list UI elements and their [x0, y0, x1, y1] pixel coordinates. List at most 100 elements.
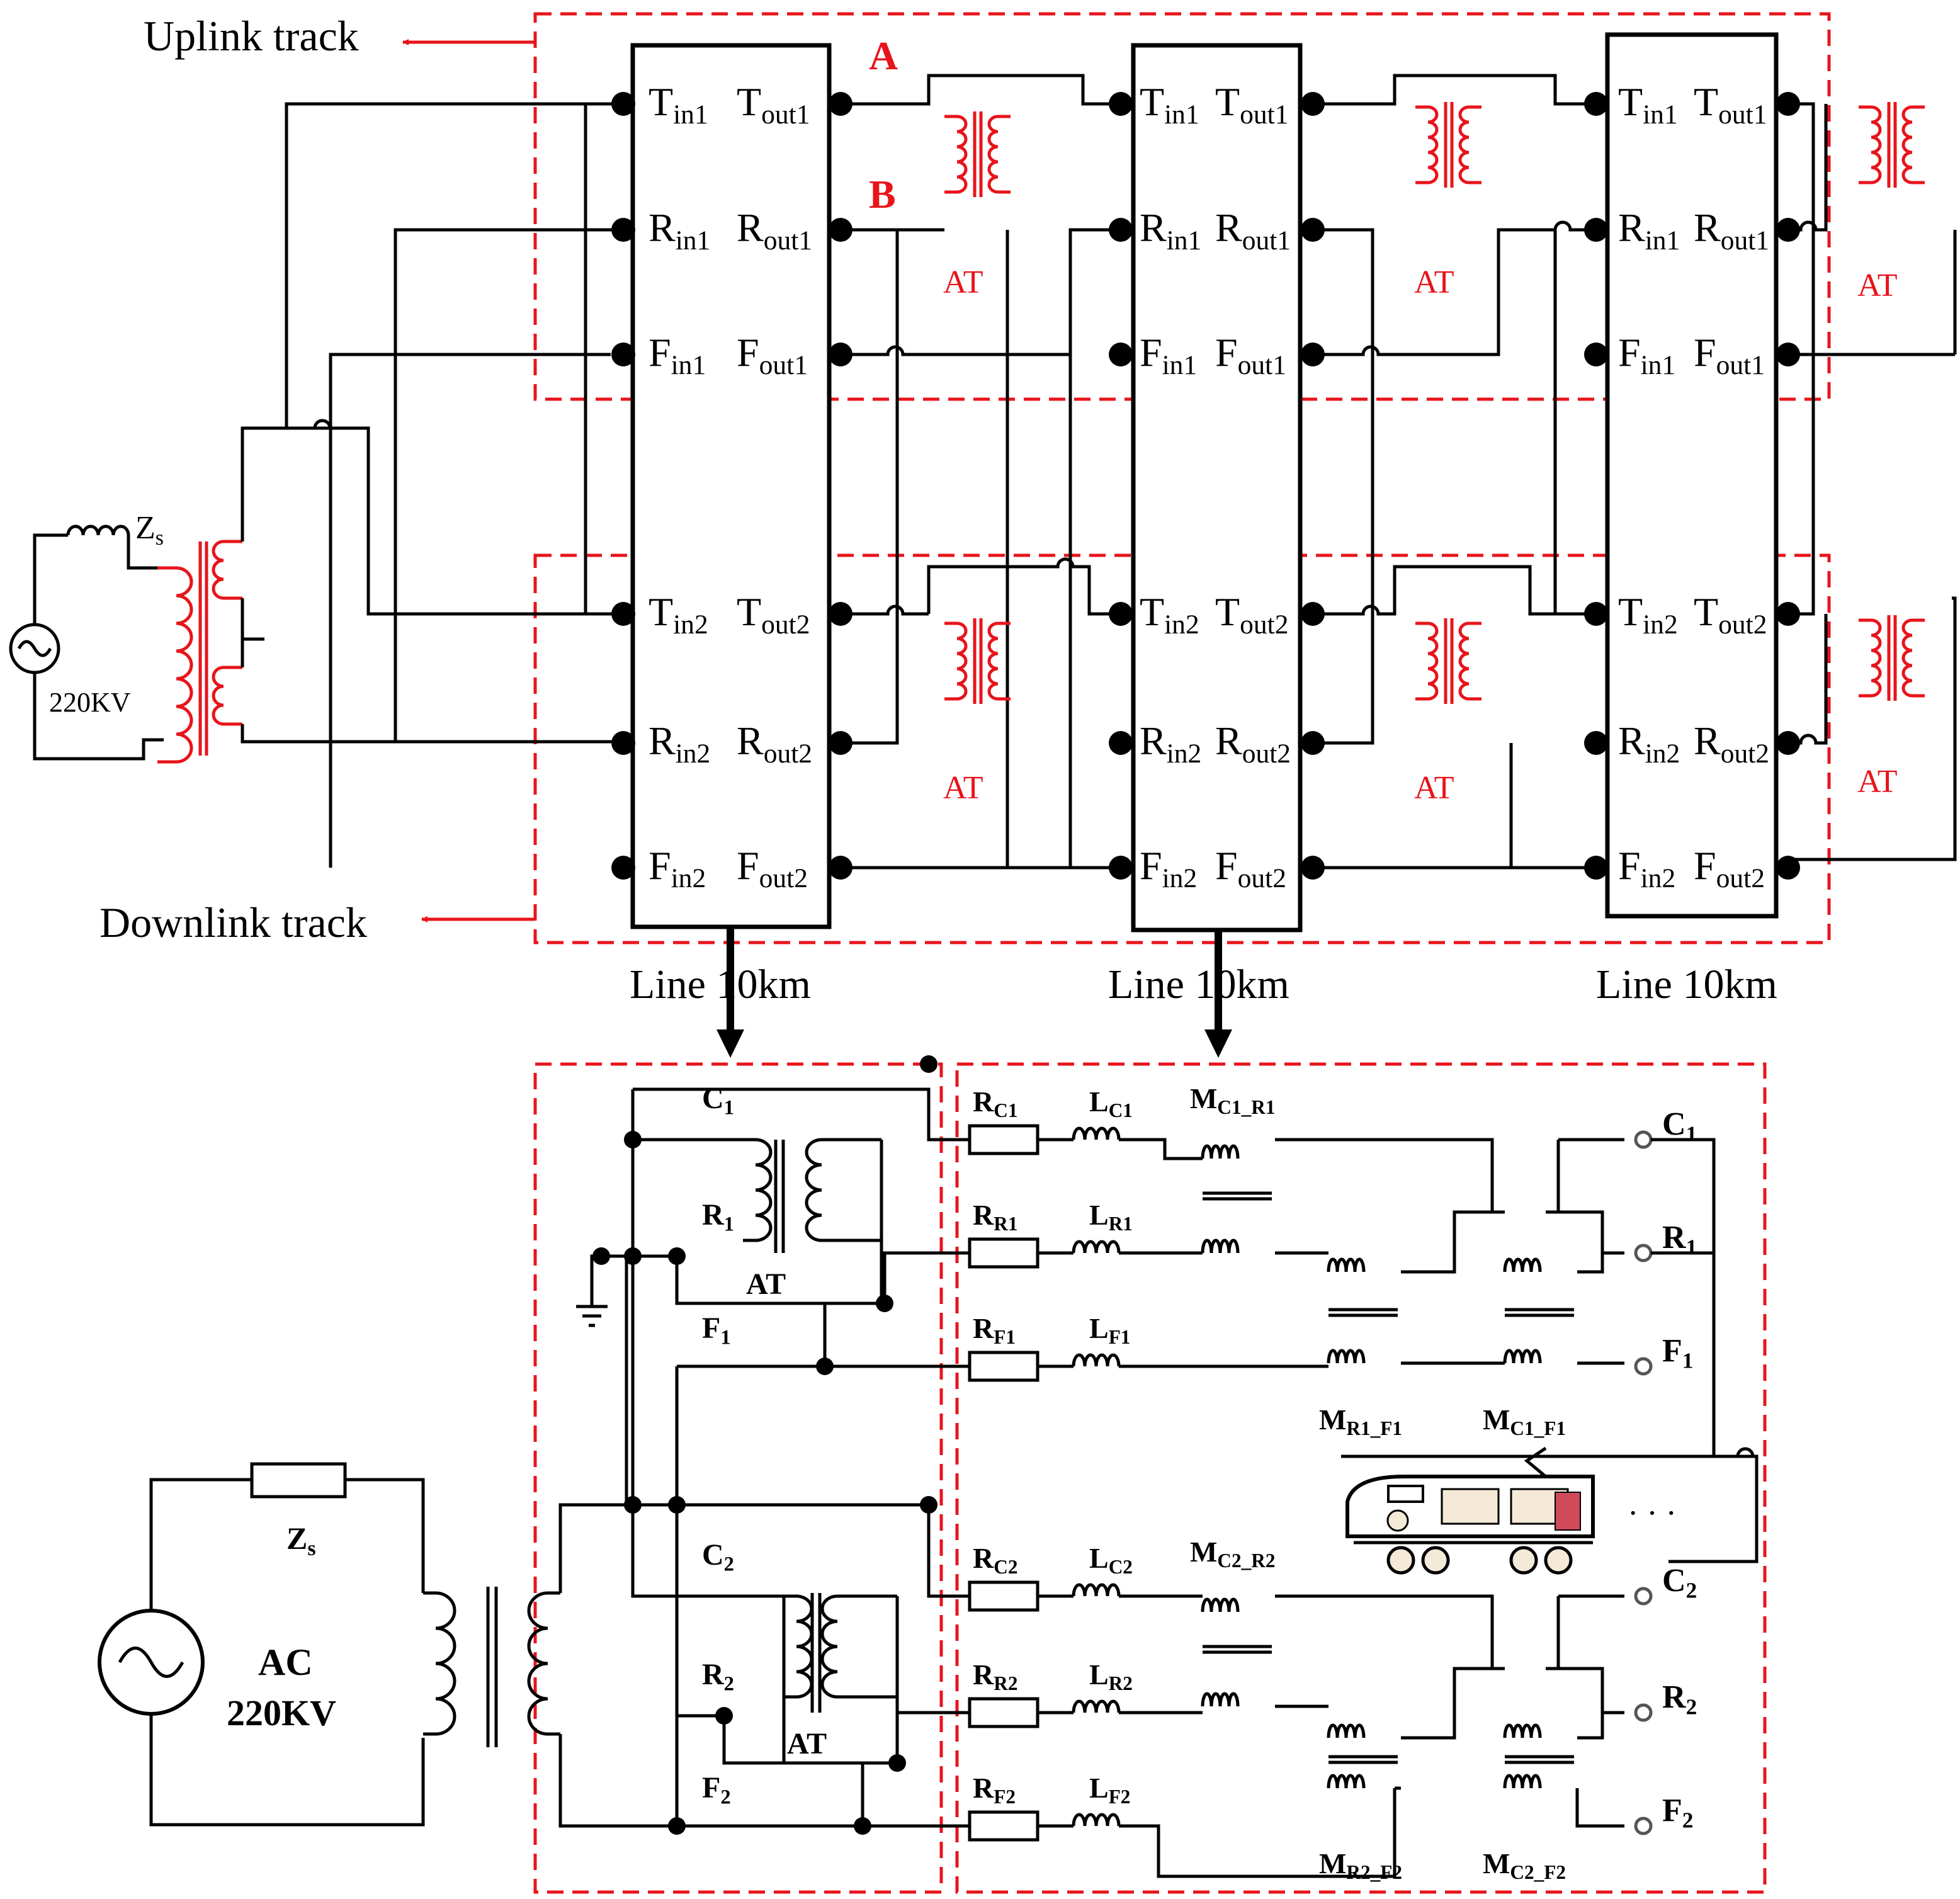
terminal-label-r-in1-box3: Rin1 — [1618, 205, 1680, 256]
detail-arrowhead-2 — [1204, 1029, 1232, 1058]
main-transformer-secondary-icon — [212, 540, 242, 600]
detail-node — [920, 1055, 938, 1073]
terminal-node — [1584, 731, 1608, 755]
terminal-label-f-in2-box3: Fin2 — [1618, 843, 1675, 893]
detail-node — [624, 1131, 642, 1148]
terminal-node — [611, 602, 635, 626]
resistor-icon — [968, 1810, 1039, 1842]
mutual-label-c2-r2: MC2_R2 — [1190, 1536, 1275, 1572]
autotransformer-4: AT — [943, 618, 1011, 806]
terminal-node — [611, 218, 635, 242]
terminal-label-r-out1-box3: Rout1 — [1694, 205, 1769, 256]
resistor-label-f2: RF2 — [973, 1772, 1016, 1808]
detail-ac-label: AC — [258, 1641, 313, 1683]
at-label: AT — [1414, 770, 1454, 806]
terminal-label-f-out2-box1: Fout2 — [737, 843, 808, 893]
terminal-label-f-out2-box3: Fout2 — [1694, 843, 1765, 893]
at-label: AT — [943, 770, 983, 806]
detail-at-label-1: AT — [746, 1267, 786, 1301]
resistor-icon — [968, 1697, 1039, 1728]
terminal-label-r-in2-box3: Rin2 — [1618, 718, 1680, 769]
terminal-label-f-out1-box3: Fout1 — [1694, 330, 1765, 380]
terminal-node — [1109, 731, 1133, 755]
detail-transformer-secondary-icon — [527, 1591, 560, 1736]
inductor-label-f2: LF2 — [1089, 1772, 1130, 1808]
conductor-label-c2: C2 — [702, 1538, 734, 1576]
train-icon: · · · — [1341, 1446, 1759, 1575]
detail-node — [854, 1817, 871, 1835]
detail-zs-resistor-icon — [250, 1462, 347, 1499]
detail-node — [920, 1496, 938, 1514]
inductor-icon — [1072, 1699, 1121, 1713]
detail-node — [888, 1754, 906, 1772]
point-a-label: A — [869, 33, 898, 78]
detail-ac-voltage-label: 220KV — [227, 1692, 336, 1733]
inductor-label-c1: LC1 — [1089, 1086, 1133, 1121]
terminal-label-t-in1-box3: Tin1 — [1618, 79, 1678, 130]
terminal-node — [611, 343, 635, 366]
at-label: AT — [1857, 764, 1898, 800]
resistor-icon — [968, 1124, 1039, 1155]
terminal-label-t-in1-box1: Tin1 — [649, 79, 708, 130]
terminal-label-r-in1-box2: Rin1 — [1140, 205, 1201, 256]
detail-node — [816, 1358, 834, 1375]
mutual-coil-icon — [1503, 1774, 1542, 1789]
feeder-wiring — [285, 102, 617, 868]
terminal-label-r-out1-box1: Rout1 — [737, 205, 812, 256]
terminal-node — [611, 731, 635, 755]
terminal-label-t-in2-box2: Tin2 — [1140, 589, 1199, 640]
terminal-node — [1109, 343, 1133, 366]
f1-terminal-label: F1 — [1662, 1333, 1693, 1373]
c2-terminal-label: C2 — [1662, 1563, 1697, 1602]
detail-region-right — [955, 1062, 1767, 1894]
f2-terminal-label: F2 — [1662, 1793, 1693, 1832]
detail-zs-label: Zs — [286, 1521, 316, 1560]
mutual-coil-icon — [1503, 1257, 1542, 1273]
r2-terminal — [1634, 1703, 1653, 1722]
detail-at-2: AT — [784, 1593, 897, 1760]
autotransformer-1: AT — [943, 111, 1011, 300]
autotransformer-6: AT — [1857, 615, 1925, 800]
mutual-label-r1-f1: MR1_F1 — [1319, 1403, 1402, 1439]
f2-terminal — [1634, 1817, 1653, 1835]
conductor-label-f1: F1 — [702, 1312, 731, 1349]
mutual-coil-icon — [1327, 1257, 1366, 1273]
autotransformer-2: AT — [1414, 102, 1481, 300]
mutual-label-c1-f1: MC1_F1 — [1483, 1403, 1566, 1439]
detail-node — [876, 1295, 893, 1312]
mutual-coil-icon — [1327, 1349, 1366, 1364]
inductor-icon — [1072, 1353, 1121, 1367]
main-transformer-primary-icon — [157, 566, 193, 764]
point-b-label: B — [869, 172, 896, 217]
line-box-1 — [630, 43, 832, 929]
detail-at-1: AT — [743, 1138, 881, 1301]
ground-icon — [576, 1305, 608, 1327]
mutual-coil-icon — [1201, 1144, 1240, 1159]
terminal-label-r-out2-box2: Rout2 — [1215, 718, 1291, 769]
mutual-coil-icon — [1327, 1774, 1366, 1789]
detail-source: AC 220KV Zs — [98, 1462, 677, 1828]
terminal-label-r-out2-box1: Rout2 — [737, 718, 812, 769]
terminal-label-t-out2-box2: Tout2 — [1215, 589, 1288, 640]
detail-network: AC 220KV Zs — [98, 1055, 1767, 1894]
line-box-2 — [1131, 43, 1303, 932]
terminal-label-f-in2-box2: Fin2 — [1140, 843, 1197, 893]
inductor-icon — [1072, 1583, 1121, 1597]
terminal-label-r-in1-box1: Rin1 — [649, 205, 710, 256]
resistor-label-r1: RR1 — [973, 1199, 1017, 1235]
conductor-label-r2: R2 — [702, 1658, 734, 1696]
c1-terminal — [1634, 1130, 1653, 1149]
detail-at-label-2: AT — [787, 1727, 827, 1760]
inductor-icon — [1072, 1240, 1121, 1254]
resistor-label-c2: RC2 — [973, 1542, 1017, 1578]
r2-terminal-label: R2 — [1662, 1679, 1697, 1719]
resistor-label-f1: RF1 — [973, 1312, 1016, 1348]
mutual-coil-icon — [1503, 1723, 1542, 1738]
terminal-label-t-out1-box1: Tout1 — [737, 79, 810, 130]
detail-node-dots — [592, 1055, 938, 1835]
detail-node — [668, 1817, 686, 1835]
terminal-label-r-in2-box2: Rin2 — [1140, 718, 1201, 769]
